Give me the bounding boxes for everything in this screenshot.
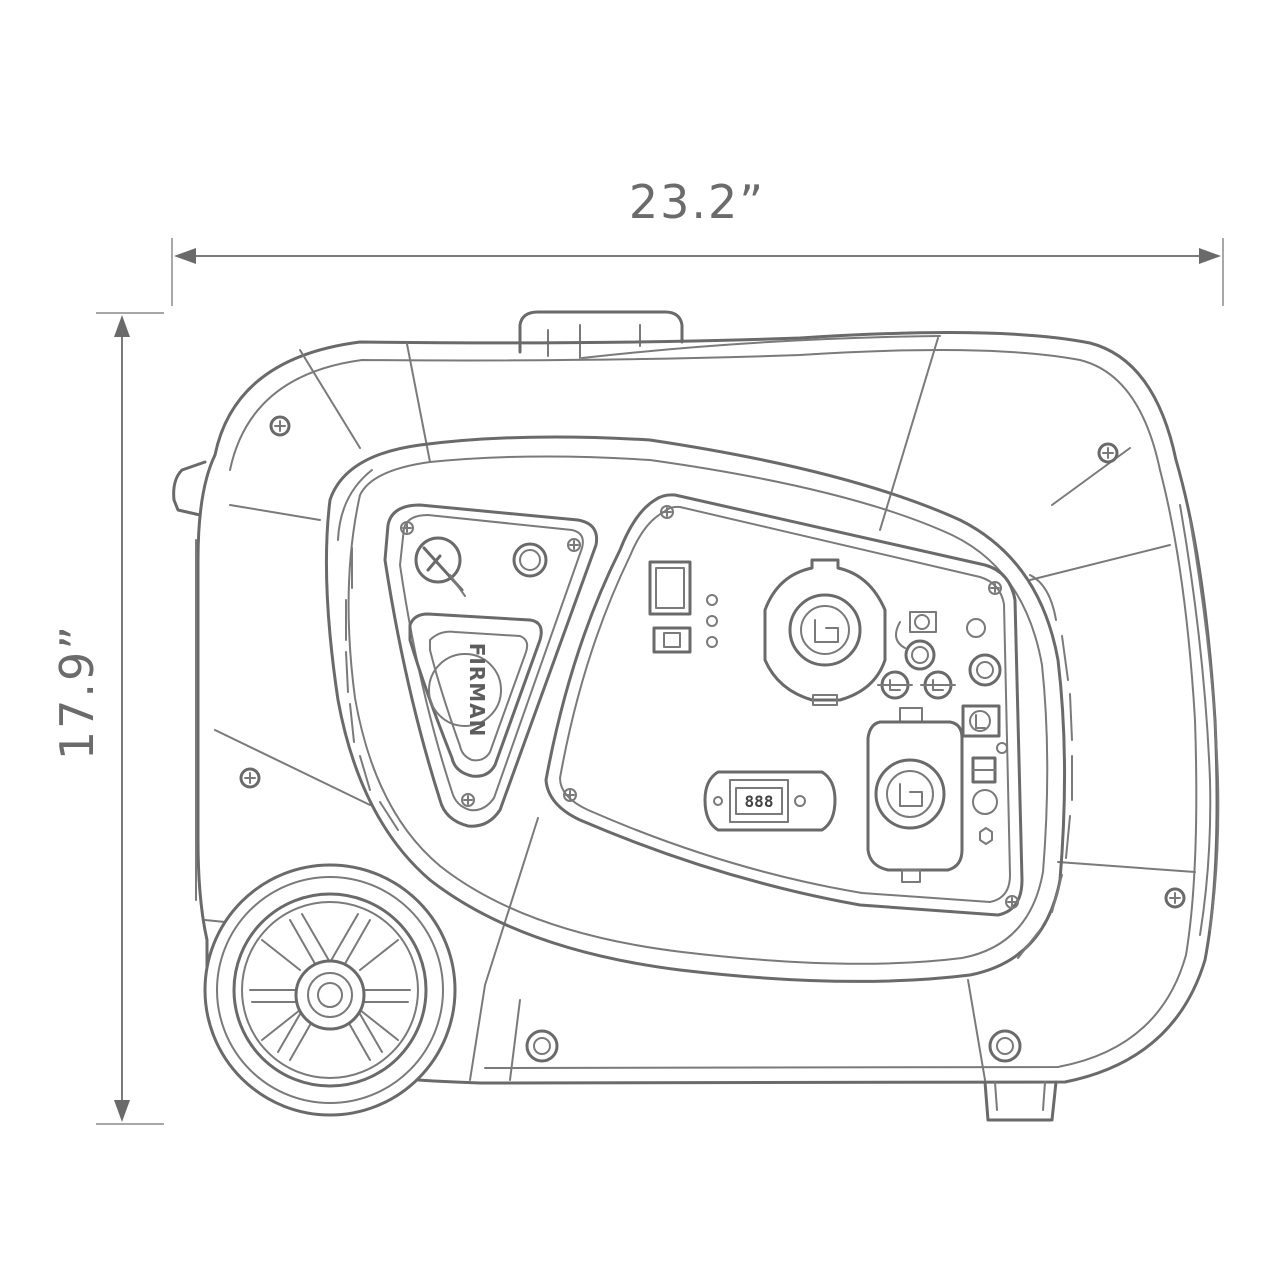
width-label: 23.2” bbox=[629, 175, 765, 229]
arrow-up-icon bbox=[114, 315, 130, 337]
screw-icon bbox=[988, 581, 1002, 595]
usb-ports bbox=[961, 704, 1008, 845]
screw-icon bbox=[239, 767, 261, 789]
width-dimension: 23.2” bbox=[171, 175, 1224, 306]
primer-button bbox=[512, 542, 548, 578]
screw-icon bbox=[563, 788, 577, 802]
screw-icon bbox=[1005, 895, 1019, 909]
eco-switch bbox=[648, 560, 692, 616]
height-label: 17.9” bbox=[50, 624, 104, 760]
screw-icon bbox=[660, 505, 674, 519]
screws bbox=[239, 415, 1186, 1063]
twistlock-outlet bbox=[763, 558, 887, 706]
arrow-left-icon bbox=[174, 248, 196, 264]
indicator-light bbox=[706, 615, 718, 627]
control-panel-right: 888 bbox=[544, 493, 1024, 917]
bolt-icon bbox=[525, 1029, 559, 1063]
arrow-down-icon bbox=[114, 1100, 130, 1122]
rear-foot bbox=[983, 1080, 1058, 1122]
screw-icon bbox=[1164, 887, 1186, 909]
wheel bbox=[203, 863, 457, 1117]
height-dimension: 17.9” bbox=[50, 312, 164, 1125]
fuel-knob bbox=[414, 536, 466, 597]
indicator-light bbox=[706, 636, 718, 648]
indicator-light bbox=[706, 594, 718, 606]
left-handle bbox=[172, 460, 207, 517]
parallel-ports bbox=[877, 611, 1002, 700]
meter-display: 888 bbox=[745, 792, 774, 811]
left-vents bbox=[337, 469, 399, 831]
screw-icon bbox=[567, 538, 581, 552]
brand-logo: FIRMAN bbox=[465, 643, 489, 738]
hour-meter: 888 bbox=[703, 770, 837, 832]
screw-icon bbox=[1097, 442, 1119, 464]
right-vents bbox=[1017, 574, 1073, 959]
reset-button bbox=[652, 626, 692, 654]
screw-icon bbox=[400, 521, 414, 535]
gfci-outlet bbox=[866, 707, 964, 883]
top-handle bbox=[518, 310, 684, 354]
control-panel-left: FIRMAN bbox=[383, 503, 599, 828]
arrow-right-icon bbox=[1199, 248, 1221, 264]
generator: FIRMAN bbox=[172, 310, 1220, 1122]
logo-plate bbox=[408, 612, 543, 778]
bolt-icon bbox=[988, 1029, 1022, 1063]
screw-icon bbox=[269, 415, 291, 437]
screw-icon bbox=[461, 793, 475, 807]
